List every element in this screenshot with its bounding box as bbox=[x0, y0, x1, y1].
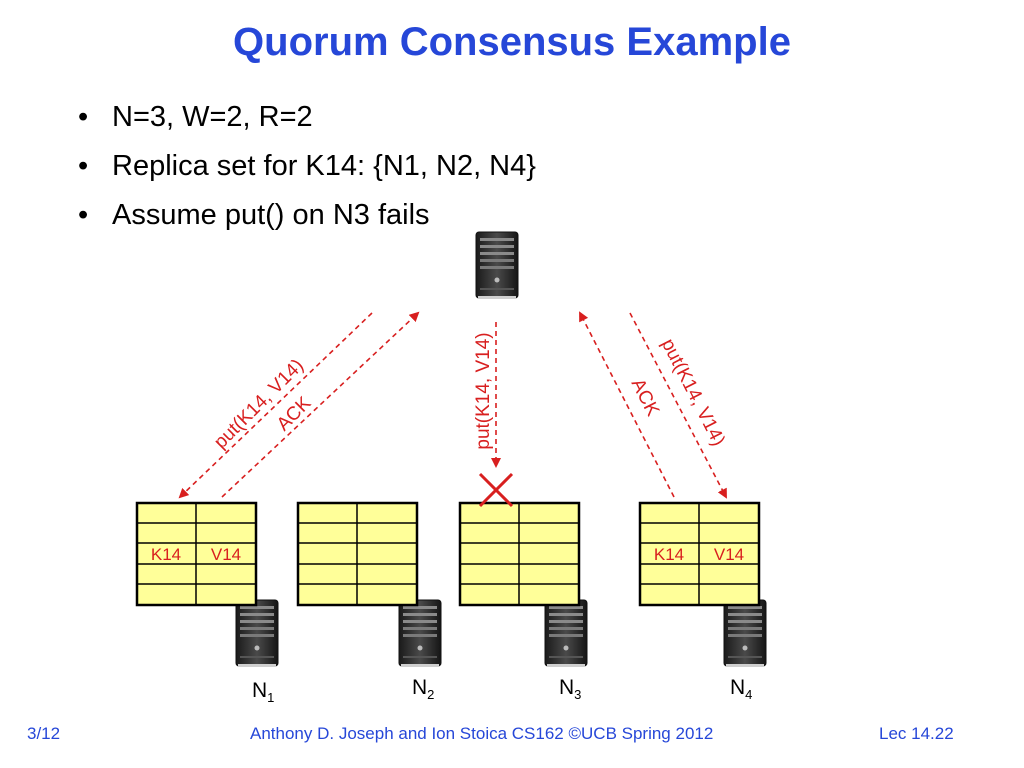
n1-label: N1 bbox=[252, 679, 274, 705]
put-label-n3: put(K14, V14) bbox=[473, 332, 494, 449]
failure-x-icon bbox=[478, 472, 514, 508]
bullet-item: • Replica set for K14: {N1, N2, N4} bbox=[78, 147, 536, 196]
bullet-dot-icon: • bbox=[78, 199, 89, 231]
bullet-text: N=3, W=2, R=2 bbox=[112, 101, 313, 133]
n4-server-icon bbox=[723, 599, 767, 668]
n3-table bbox=[458, 501, 581, 607]
ack-label-n4: ACK bbox=[627, 375, 664, 420]
bullet-dot-icon: • bbox=[78, 101, 89, 133]
coordinator-server-icon bbox=[475, 231, 519, 300]
put-label-n4: put(K14, V14) bbox=[657, 336, 729, 450]
n4-table: K14 V14 bbox=[638, 501, 761, 607]
bullet-dot-icon: • bbox=[78, 150, 89, 182]
n2-label: N2 bbox=[412, 676, 434, 702]
n2-table bbox=[296, 501, 419, 607]
bullet-item: • Assume put() on N3 fails bbox=[78, 196, 536, 245]
slide-title: Quorum Consensus Example bbox=[233, 20, 791, 64]
bullet-text: Replica set for K14: {N1, N2, N4} bbox=[112, 150, 536, 182]
bullet-list: • N=3, W=2, R=2 • Replica set for K14: {N1… bbox=[78, 98, 536, 245]
n2-server-icon bbox=[398, 599, 442, 668]
n4-value-cell: V14 bbox=[714, 545, 744, 564]
page-number: 3/12 bbox=[27, 724, 61, 743]
put-arrow-to-n1 bbox=[178, 312, 373, 499]
n1-table: K14 V14 bbox=[135, 501, 258, 607]
bullet-item: • N=3, W=2, R=2 bbox=[78, 98, 536, 147]
footer-credit: Anthony D. Joseph and Ion Stoica CS162 ©… bbox=[250, 724, 714, 743]
put-arrow-to-n4 bbox=[629, 312, 727, 499]
n4-label: N4 bbox=[730, 676, 752, 702]
n1-key-cell: K14 bbox=[151, 545, 181, 564]
n1-server-icon bbox=[235, 599, 279, 668]
lecture-number: Lec 14.22 bbox=[879, 724, 954, 743]
bullet-text: Assume put() on N3 fails bbox=[112, 199, 430, 231]
n1-value-cell: V14 bbox=[211, 545, 241, 564]
n4-key-cell: K14 bbox=[654, 545, 684, 564]
n3-server-icon bbox=[544, 599, 588, 668]
n3-label: N3 bbox=[559, 676, 581, 702]
ack-arrow-from-n4 bbox=[579, 311, 675, 498]
